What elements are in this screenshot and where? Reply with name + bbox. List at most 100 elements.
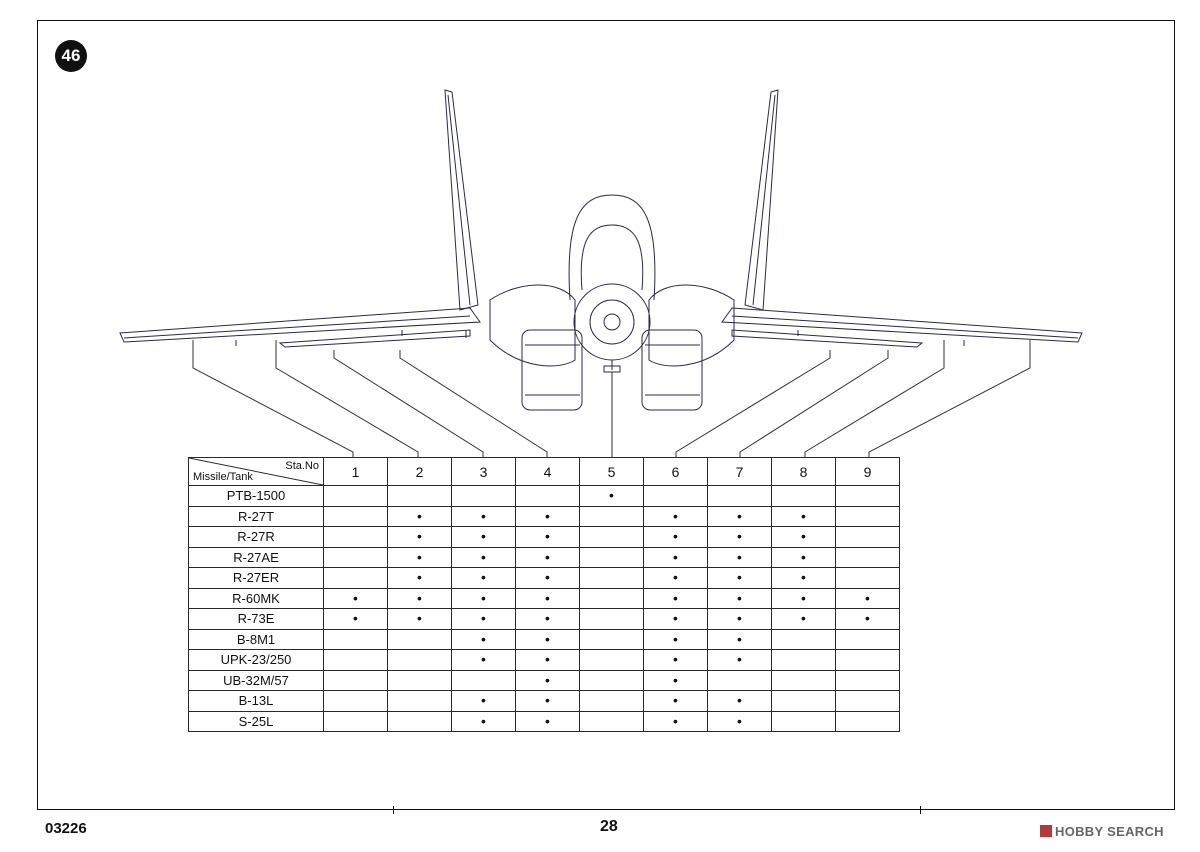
station-cell bbox=[835, 485, 900, 507]
station-header-3: 3 bbox=[451, 457, 516, 486]
station-cell bbox=[579, 628, 644, 650]
compatibility-dot: • bbox=[417, 589, 422, 606]
compatibility-dot: • bbox=[737, 692, 742, 709]
station-number-header: Sta.No bbox=[285, 460, 319, 472]
station-cell bbox=[515, 485, 580, 507]
instruction-page-frame bbox=[37, 20, 1175, 810]
compatibility-dot: • bbox=[673, 671, 678, 688]
compatibility-dot: • bbox=[545, 671, 550, 688]
station-cell bbox=[835, 505, 900, 527]
station-cell bbox=[771, 628, 836, 650]
compatibility-dot: • bbox=[545, 630, 550, 647]
station-cell bbox=[323, 710, 388, 732]
station-header-8: 8 bbox=[771, 457, 836, 486]
station-cell: • bbox=[707, 608, 772, 630]
station-cell bbox=[579, 710, 644, 732]
station-cell: • bbox=[771, 546, 836, 568]
station-cell bbox=[323, 546, 388, 568]
compatibility-dot: • bbox=[353, 589, 358, 606]
station-cell bbox=[771, 710, 836, 732]
compatibility-dot: • bbox=[673, 610, 678, 627]
station-cell: • bbox=[515, 526, 580, 548]
compatibility-dot: • bbox=[737, 610, 742, 627]
station-cell bbox=[579, 669, 644, 691]
compatibility-dot: • bbox=[801, 589, 806, 606]
station-cell bbox=[323, 485, 388, 507]
station-cell bbox=[323, 628, 388, 650]
compatibility-dot: • bbox=[801, 610, 806, 627]
compatibility-dot: • bbox=[673, 528, 678, 545]
station-header-5: 5 bbox=[579, 457, 644, 486]
station-cell: • bbox=[707, 567, 772, 589]
station-cell: • bbox=[771, 587, 836, 609]
compatibility-dot: • bbox=[673, 548, 678, 565]
station-cell: • bbox=[387, 567, 452, 589]
compatibility-dot: • bbox=[417, 610, 422, 627]
table-row: R-60MK•••••••• bbox=[188, 587, 900, 609]
table-row: R-27T•••••• bbox=[188, 505, 900, 527]
table-row: R-27R•••••• bbox=[188, 526, 900, 548]
station-header-6: 6 bbox=[643, 457, 708, 486]
station-cell bbox=[707, 485, 772, 507]
station-cell bbox=[323, 505, 388, 527]
compatibility-dot: • bbox=[609, 487, 614, 504]
station-cell: • bbox=[771, 567, 836, 589]
compatibility-dot: • bbox=[481, 507, 486, 524]
station-cell: • bbox=[515, 587, 580, 609]
station-cell bbox=[579, 546, 644, 568]
weapon-name: B-8M1 bbox=[188, 628, 324, 650]
station-cell: • bbox=[515, 649, 580, 671]
compatibility-dot: • bbox=[481, 610, 486, 627]
table-row: UB-32M/57•• bbox=[188, 669, 900, 691]
station-cell bbox=[771, 669, 836, 691]
station-cell: • bbox=[451, 546, 516, 568]
watermark-text: HOBBY SEARCH bbox=[1055, 824, 1164, 839]
diagonal-divider bbox=[189, 458, 323, 485]
table-body: PTB-1500•R-27T••••••R-27R••••••R-27AE•••… bbox=[188, 485, 900, 732]
compatibility-dot: • bbox=[545, 569, 550, 586]
station-cell: • bbox=[643, 608, 708, 630]
table-row: R-27ER•••••• bbox=[188, 567, 900, 589]
station-cell: • bbox=[579, 485, 644, 507]
station-cell: • bbox=[643, 710, 708, 732]
station-cell: • bbox=[323, 587, 388, 609]
station-cell bbox=[579, 526, 644, 548]
station-cell: • bbox=[643, 505, 708, 527]
compatibility-dot: • bbox=[737, 589, 742, 606]
station-cell: • bbox=[387, 526, 452, 548]
station-cell bbox=[579, 608, 644, 630]
compatibility-dot: • bbox=[865, 610, 870, 627]
station-cell bbox=[387, 669, 452, 691]
compatibility-dot: • bbox=[737, 507, 742, 524]
table-corner-cell: Sta.No Missile/Tank bbox=[188, 457, 324, 486]
compatibility-dot: • bbox=[673, 712, 678, 729]
weapon-name: R-27R bbox=[188, 526, 324, 548]
product-code: 03226 bbox=[45, 820, 87, 837]
station-cell bbox=[579, 649, 644, 671]
station-cell: • bbox=[451, 628, 516, 650]
station-cell: • bbox=[707, 505, 772, 527]
station-cell: • bbox=[451, 690, 516, 712]
compatibility-dot: • bbox=[737, 548, 742, 565]
station-cell: • bbox=[643, 546, 708, 568]
step-number-badge: 46 bbox=[55, 40, 87, 72]
weapon-name: R-27ER bbox=[188, 567, 324, 589]
compatibility-dot: • bbox=[673, 692, 678, 709]
station-cell: • bbox=[515, 710, 580, 732]
compatibility-dot: • bbox=[673, 589, 678, 606]
station-cell: • bbox=[707, 710, 772, 732]
station-cell: • bbox=[707, 546, 772, 568]
station-header-9: 9 bbox=[835, 457, 900, 486]
station-cell: • bbox=[643, 587, 708, 609]
compatibility-dot: • bbox=[737, 630, 742, 647]
station-cell: • bbox=[515, 546, 580, 568]
compatibility-dot: • bbox=[417, 548, 422, 565]
station-cell bbox=[707, 669, 772, 691]
weapon-name: UPK-23/250 bbox=[188, 649, 324, 671]
station-cell: • bbox=[835, 587, 900, 609]
compatibility-dot: • bbox=[545, 712, 550, 729]
compatibility-dot: • bbox=[737, 569, 742, 586]
station-cell: • bbox=[771, 505, 836, 527]
station-cell: • bbox=[515, 690, 580, 712]
station-cell: • bbox=[387, 505, 452, 527]
